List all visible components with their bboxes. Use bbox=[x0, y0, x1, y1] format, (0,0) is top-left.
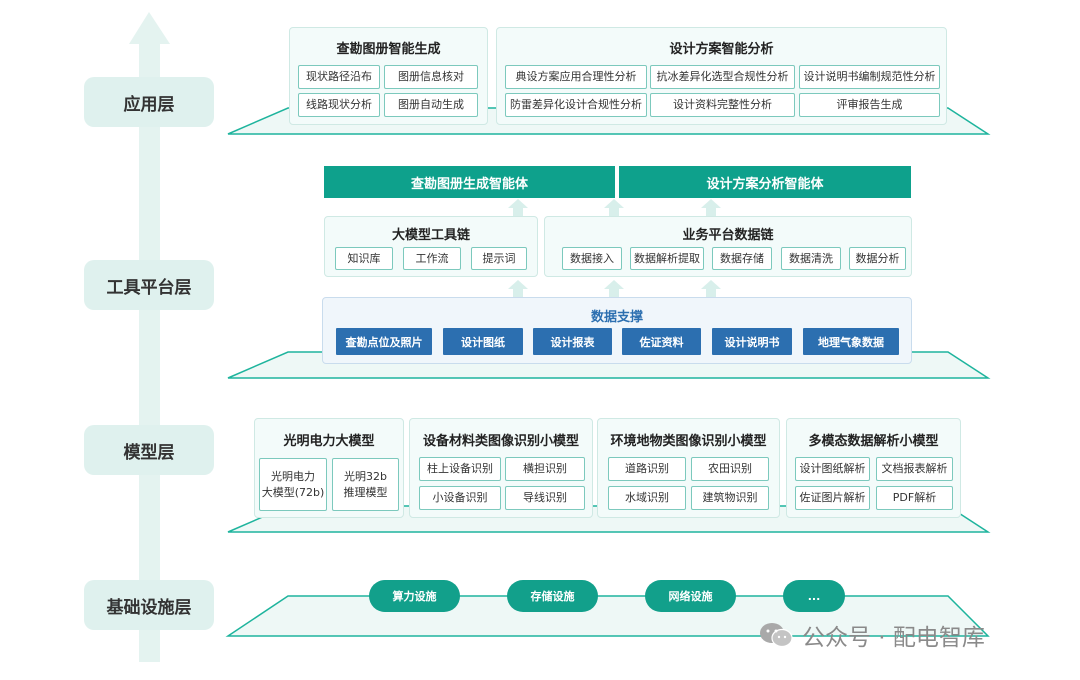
infra-network-pill: 网络设施 bbox=[645, 580, 736, 612]
layer-label-model: 模型层 bbox=[84, 425, 214, 475]
function-cell: 防雷差异化设计合规性分析 bbox=[505, 93, 647, 117]
model-cell: 光明电力 大模型(72b) bbox=[259, 458, 327, 511]
design-analysis-panel: 设计方案智能分析 典设方案应用合理性分析 抗冰差异化选型合规性分析 设计说明书编… bbox=[496, 27, 947, 125]
llm-toolchain-panel: 大模型工具链 知识库 工作流 提示词 bbox=[324, 216, 538, 277]
tool-cell: 提示词 bbox=[471, 247, 527, 270]
tool-cell: 工作流 bbox=[403, 247, 461, 270]
model-cell: 建筑物识别 bbox=[691, 486, 769, 510]
infra-storage-pill: 存储设施 bbox=[507, 580, 598, 612]
function-cell: 现状路径沿布 bbox=[298, 65, 380, 89]
layer-label-infrastructure: 基础设施层 bbox=[84, 580, 214, 630]
environment-model-panel: 环境地物类图像识别小模型 道路识别 农田识别 水域识别 建筑物识别 bbox=[597, 418, 780, 518]
flow-up-arrow bbox=[701, 280, 721, 298]
model-cell: 道路识别 bbox=[608, 457, 686, 481]
function-cell: 线路现状分析 bbox=[298, 93, 380, 117]
flow-up-arrow bbox=[604, 199, 624, 216]
equipment-model-panel: 设备材料类图像识别小模型 柱上设备识别 横担识别 小设备识别 导线识别 bbox=[409, 418, 593, 518]
model-cell: 光明32b 推理模型 bbox=[332, 458, 399, 511]
function-cell: 设计资料完整性分析 bbox=[650, 93, 795, 117]
watermark-text: 公众号 · 配电智库 bbox=[802, 625, 985, 651]
chain-cell: 数据解析提取 bbox=[630, 247, 704, 270]
model-cell: 文档报表解析 bbox=[876, 457, 953, 481]
data-source-tag: 设计报表 bbox=[533, 328, 612, 355]
data-source-tag: 佐证资料 bbox=[622, 328, 701, 355]
vertical-up-arrow bbox=[129, 12, 170, 662]
tool-cell: 知识库 bbox=[335, 247, 393, 270]
model-cell: 佐证图片解析 bbox=[795, 486, 870, 510]
function-cell: 抗冰差异化选型合规性分析 bbox=[650, 65, 795, 89]
panel-title: 环境地物类图像识别小模型 bbox=[610, 434, 767, 449]
flow-up-arrow bbox=[604, 280, 624, 298]
survey-atlas-panel: 查勘图册智能生成 现状路径沿布 图册信息核对 线路现状分析 图册自动生成 bbox=[289, 27, 488, 125]
flow-arrows bbox=[508, 199, 721, 298]
business-datachain-panel: 业务平台数据链 数据接入 数据解析提取 数据存储 数据清洗 数据分析 bbox=[544, 216, 912, 277]
wechat-icon bbox=[760, 623, 793, 648]
function-cell: 评审报告生成 bbox=[799, 93, 940, 117]
model-cell: 横担识别 bbox=[505, 457, 585, 481]
flow-up-arrow bbox=[508, 199, 528, 216]
agent-design: 设计方案分析智能体 bbox=[619, 166, 911, 198]
model-cell: 柱上设备识别 bbox=[419, 457, 501, 481]
panel-title: 数据支撑 bbox=[590, 310, 643, 325]
model-cell: 农田识别 bbox=[691, 457, 769, 481]
agent-survey: 查勘图册生成智能体 bbox=[324, 166, 615, 198]
chain-cell: 数据存储 bbox=[712, 247, 772, 270]
panel-title: 设备材料类图像识别小模型 bbox=[422, 434, 579, 449]
multimodal-model-panel: 多模态数据解析小模型 设计图纸解析 文档报表解析 佐证图片解析 PDF解析 bbox=[786, 418, 961, 518]
chain-cell: 数据接入 bbox=[562, 247, 622, 270]
panel-title: 查勘图册智能生成 bbox=[336, 42, 441, 57]
function-cell: 图册信息核对 bbox=[384, 65, 478, 89]
flow-up-arrow bbox=[701, 199, 721, 216]
panel-title: 多模态数据解析小模型 bbox=[808, 434, 939, 449]
panel-title: 大模型工具链 bbox=[391, 228, 470, 243]
data-source-tag: 地理气象数据 bbox=[803, 328, 899, 355]
panel-title: 设计方案智能分析 bbox=[669, 42, 774, 57]
data-source-tag: 设计图纸 bbox=[443, 328, 523, 355]
function-cell: 图册自动生成 bbox=[384, 93, 478, 117]
chain-cell: 数据清洗 bbox=[781, 247, 841, 270]
layer-label-application: 应用层 bbox=[84, 77, 214, 127]
watermark: 公众号 · 配电智库 bbox=[758, 618, 985, 652]
infra-more-pill: ... bbox=[783, 580, 845, 612]
chain-cell: 数据分析 bbox=[849, 247, 906, 270]
function-cell: 典设方案应用合理性分析 bbox=[505, 65, 647, 89]
data-source-tag: 设计说明书 bbox=[712, 328, 792, 355]
model-cell: PDF解析 bbox=[876, 486, 953, 510]
function-cell: 设计说明书编制规范性分析 bbox=[799, 65, 940, 89]
guangming-model-panel: 光明电力大模型 光明电力 大模型(72b) 光明32b 推理模型 bbox=[254, 418, 404, 518]
data-source-tag: 查勘点位及照片 bbox=[336, 328, 432, 355]
panel-title: 光明电力大模型 bbox=[283, 434, 375, 449]
flow-up-arrow bbox=[508, 280, 528, 298]
model-cell: 导线识别 bbox=[505, 486, 585, 510]
infra-compute-pill: 算力设施 bbox=[369, 580, 460, 612]
layer-label-tool-platform: 工具平台层 bbox=[84, 260, 214, 310]
panel-title: 业务平台数据链 bbox=[682, 228, 774, 243]
model-cell: 设计图纸解析 bbox=[795, 457, 870, 481]
model-cell: 水域识别 bbox=[608, 486, 686, 510]
model-cell: 小设备识别 bbox=[419, 486, 501, 510]
